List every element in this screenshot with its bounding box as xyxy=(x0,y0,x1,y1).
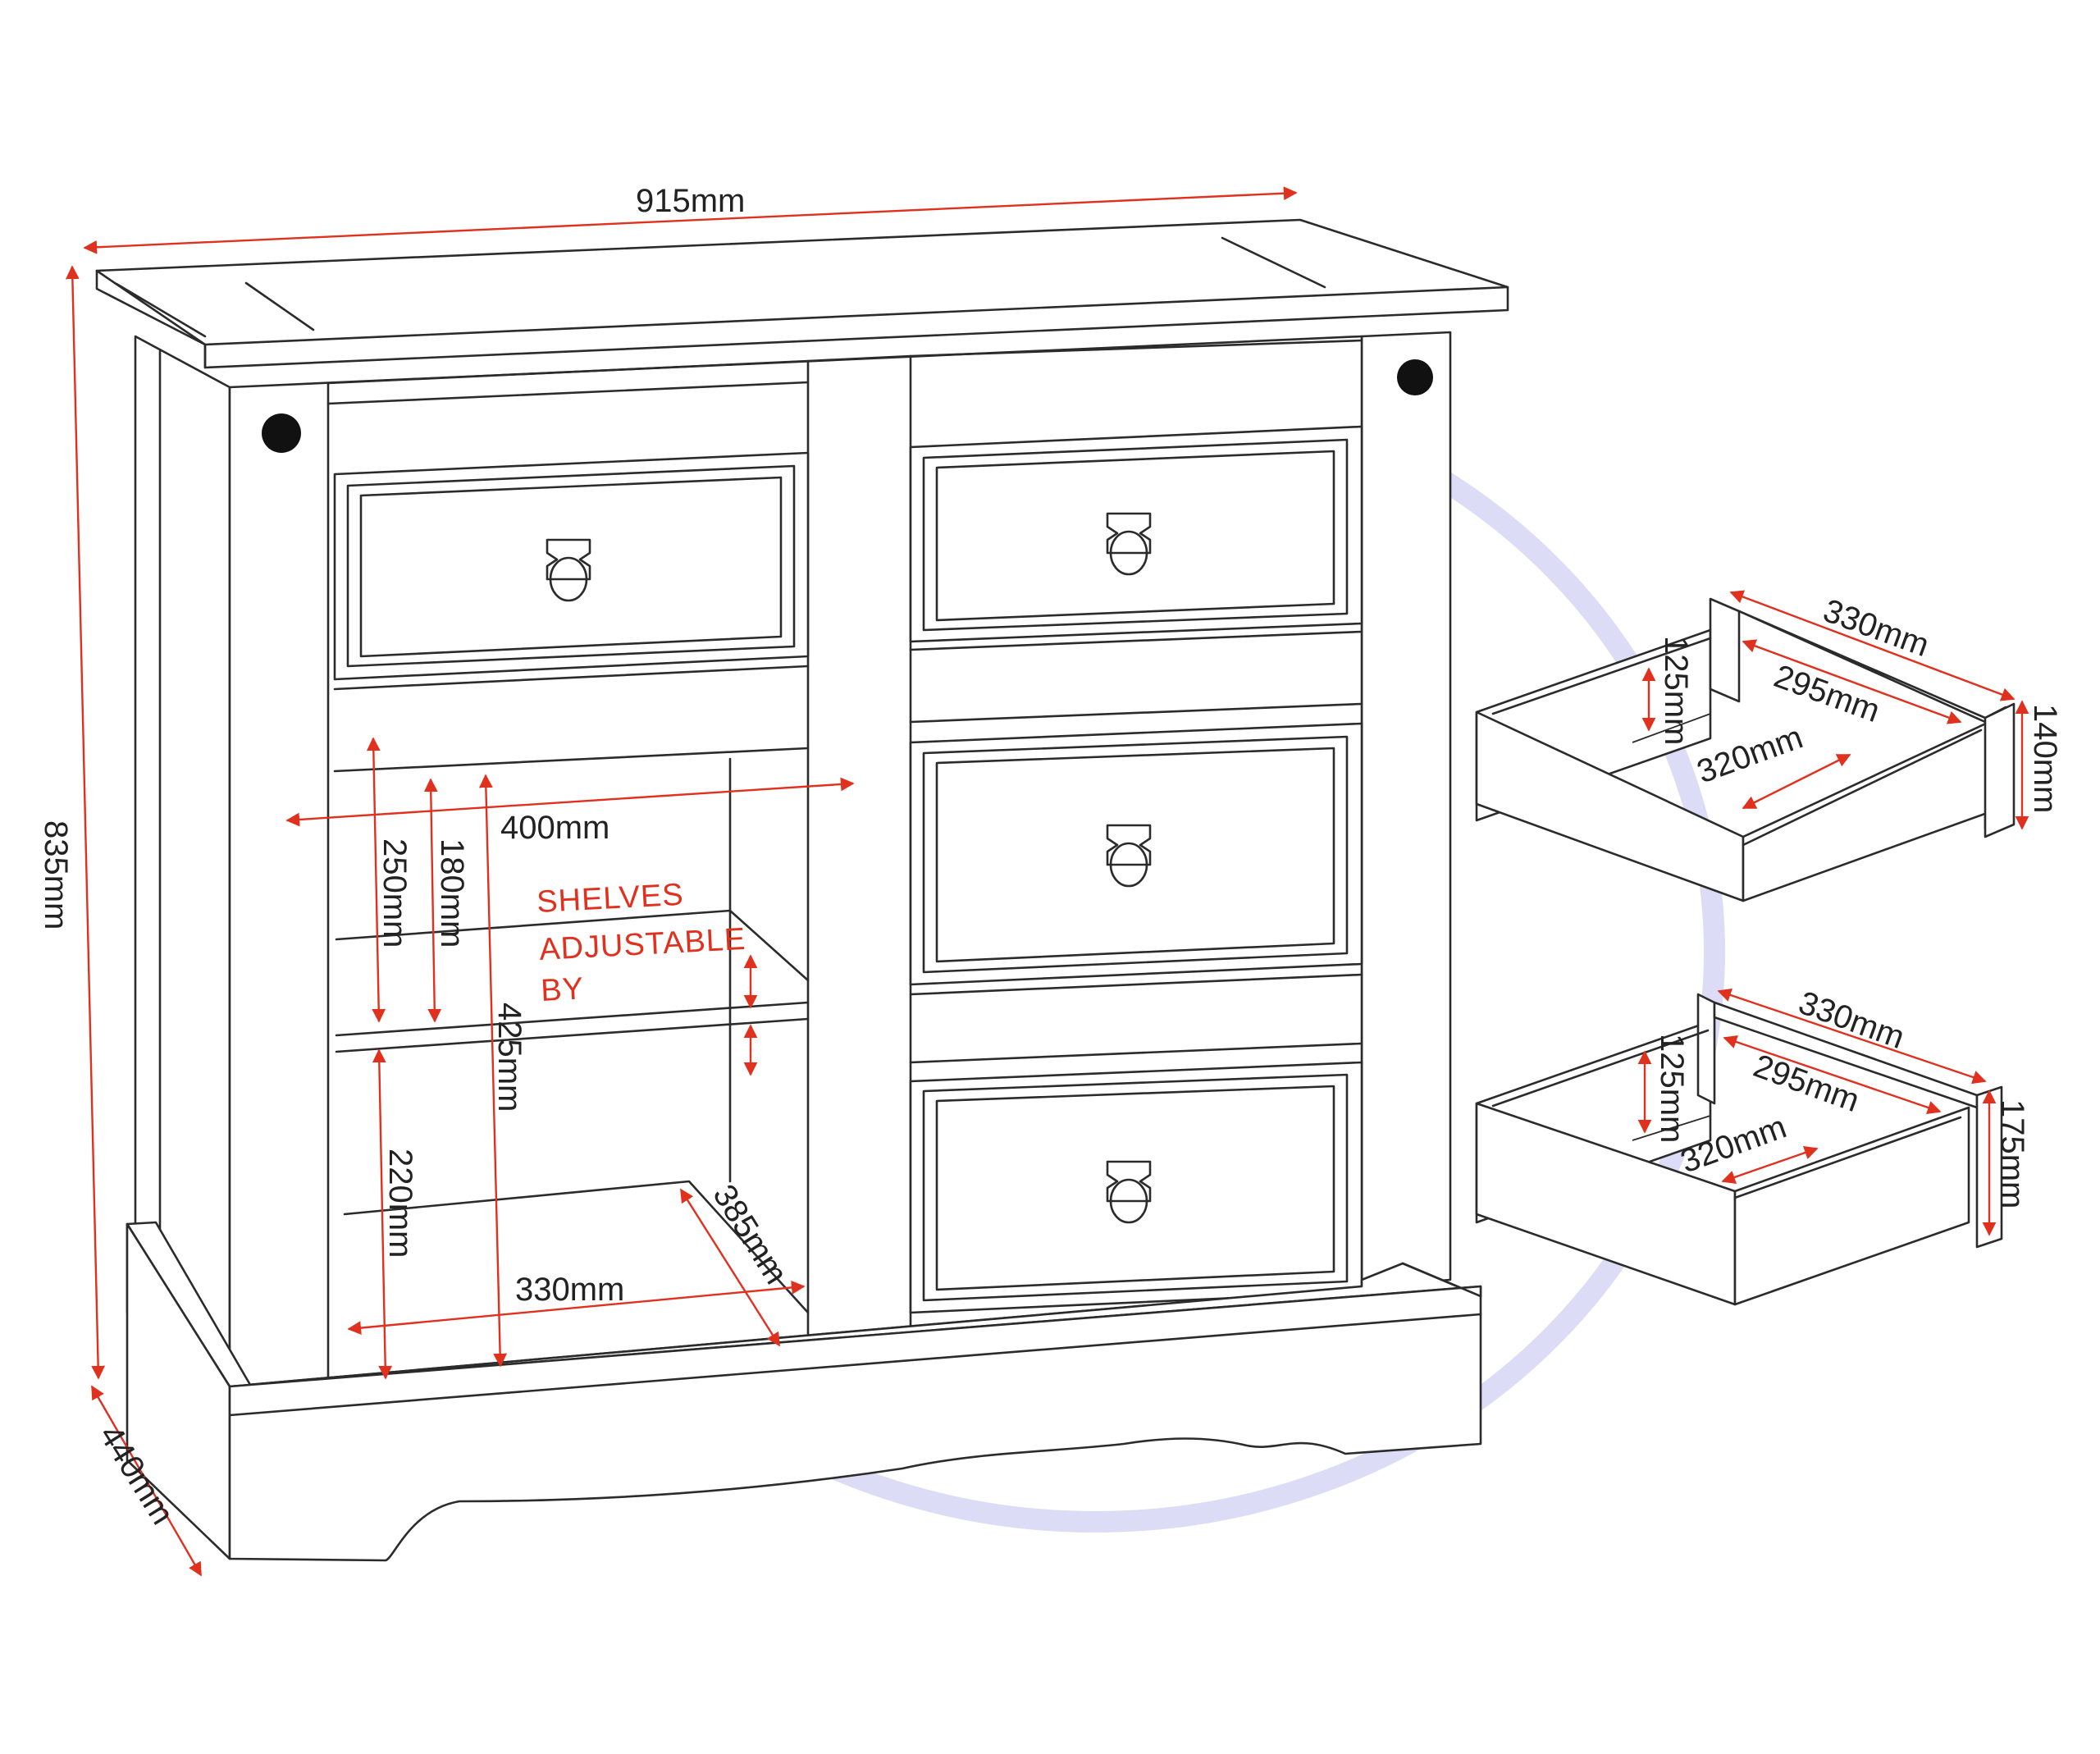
right-drawer-2 xyxy=(909,722,1363,986)
drawer-small-outer-height-label: 140mm xyxy=(2027,704,2063,813)
shelf-gap-top-label: 250mm xyxy=(377,838,413,948)
note-line-3: BY xyxy=(540,971,585,1008)
top-board xyxy=(95,218,1509,369)
right-drawer-1 xyxy=(909,425,1363,643)
drawer-small-inner-height-label: 125mm xyxy=(1658,636,1694,745)
left-drawer xyxy=(326,381,810,773)
right-side-panel xyxy=(1360,331,1452,1288)
overall-height-label: 835mm xyxy=(38,820,74,930)
shelf-width-label: 400mm xyxy=(500,810,609,846)
drawer-handle-icon xyxy=(1106,512,1152,576)
drawer-handle-icon xyxy=(1106,1160,1152,1224)
dimension-lines xyxy=(65,186,2029,1577)
drawer-handle-icon xyxy=(546,538,591,602)
drawer-handle-icon xyxy=(1106,824,1152,888)
cupboard-height-label: 425mm xyxy=(491,1003,527,1112)
drawer-large-inner-height-label: 125mm xyxy=(1654,1034,1690,1143)
shelf-gap-inner-label: 180mm xyxy=(434,838,470,948)
cupboard-inner-width-label: 330mm xyxy=(515,1272,624,1308)
overall-width-label: 915mm xyxy=(636,183,745,219)
drawer-large-outer-height-label: 175mm xyxy=(1994,1099,2030,1208)
right-drawer-3 xyxy=(909,1061,1363,1314)
shelf-gap-bottom-label: 220mm xyxy=(382,1149,418,1258)
note-line-1: SHELVES xyxy=(536,878,684,920)
